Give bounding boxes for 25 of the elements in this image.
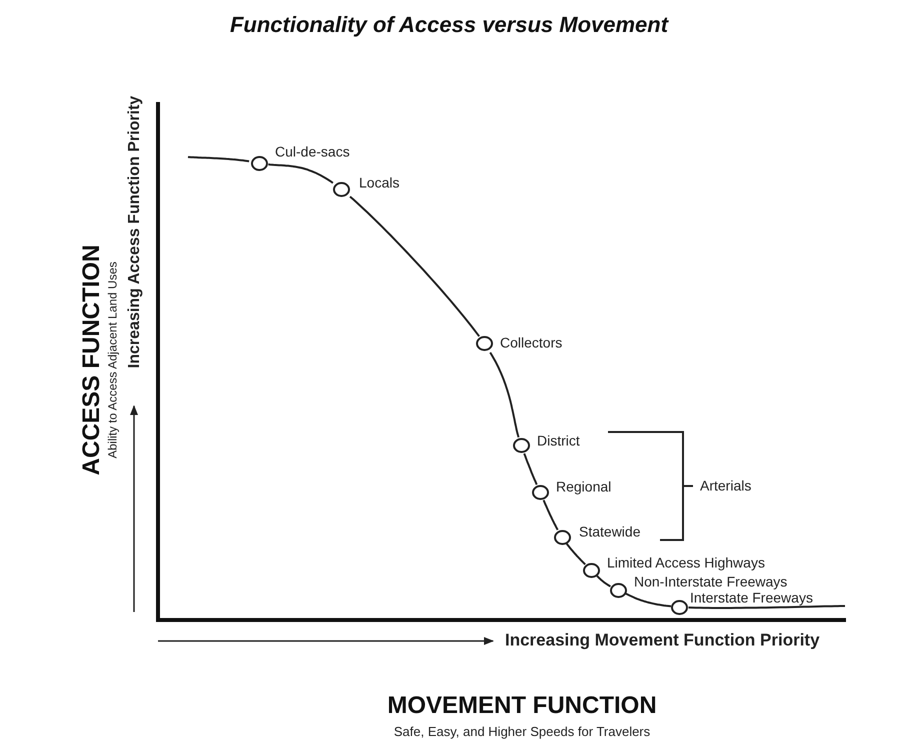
axis-title: ACCESS FUNCTION xyxy=(78,244,106,476)
group-label: Arterials xyxy=(700,478,752,494)
curve-segment xyxy=(542,500,559,530)
curve-segment xyxy=(489,352,520,438)
road-class-label: Interstate Freeways xyxy=(690,590,813,606)
axis-subtitle: Ability to Access Adjacent Land Uses xyxy=(106,262,120,458)
road-class-label: Cul-de-sacs xyxy=(275,144,350,160)
curve-segment xyxy=(596,575,611,588)
curve-segment xyxy=(349,196,480,337)
road-class-label: Statewide xyxy=(579,524,640,540)
axis-label: Increasing Movement Function Priority xyxy=(505,632,820,650)
curve-segment xyxy=(523,453,538,485)
curve-segment xyxy=(268,163,334,184)
road-class-label: Limited Access Highways xyxy=(607,555,765,571)
diagram-title: Functionality of Access versus Movement xyxy=(230,12,668,38)
curve-segment xyxy=(566,543,586,566)
road-class-label: Regional xyxy=(556,479,612,495)
axis-subtitle: Safe, Easy, and Higher Speeds for Travelers xyxy=(394,724,650,740)
road-class-label: District xyxy=(537,433,580,449)
road-class-label: Collectors xyxy=(500,335,562,351)
curve-segment xyxy=(624,592,672,608)
axis-title: MOVEMENT FUNCTION xyxy=(387,692,657,720)
road-class-label: Locals xyxy=(359,175,400,191)
axis-label: Increasing Access Function Priority xyxy=(126,96,144,368)
road-class-label: Non-Interstate Freeways xyxy=(634,574,788,590)
